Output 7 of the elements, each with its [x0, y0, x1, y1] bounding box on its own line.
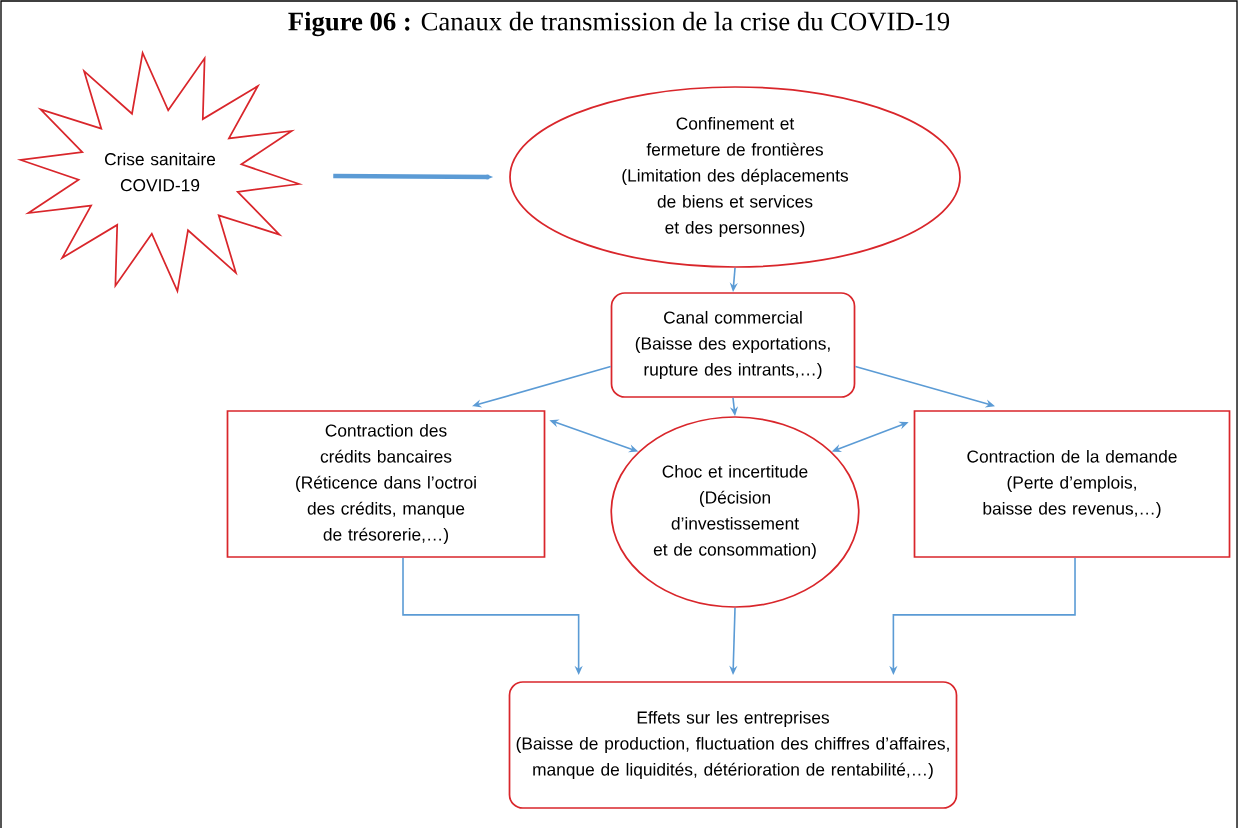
- ellipse-node: Confinement et fermeture de frontières (Limitation des déplacements de biens et services et des personnes): [509, 86, 961, 268]
- ellipse-node: Choc et incertitude (Décision d’investissement et de consommation): [610, 416, 860, 608]
- process-box: Canal commercial (Baisse des exportations, rupture des intrants,…): [610, 292, 856, 398]
- process-box: Contraction des crédits bancaires (Réticence dans l’octroi des crédits, manque de trésorerie,…): [226, 410, 546, 558]
- process-box: Effets sur les entreprises (Baisse de production, fluctuation des chiffres d’affaires, manque de liquidités, détérioration de rentabilité,…): [508, 681, 958, 809]
- process-box: Contraction de la demande (Perte d’emplois, baisse des revenus,…): [913, 410, 1231, 558]
- title: Figure 06 : Canaux de transmission de la crise du COVID-19: [288, 11, 950, 37]
